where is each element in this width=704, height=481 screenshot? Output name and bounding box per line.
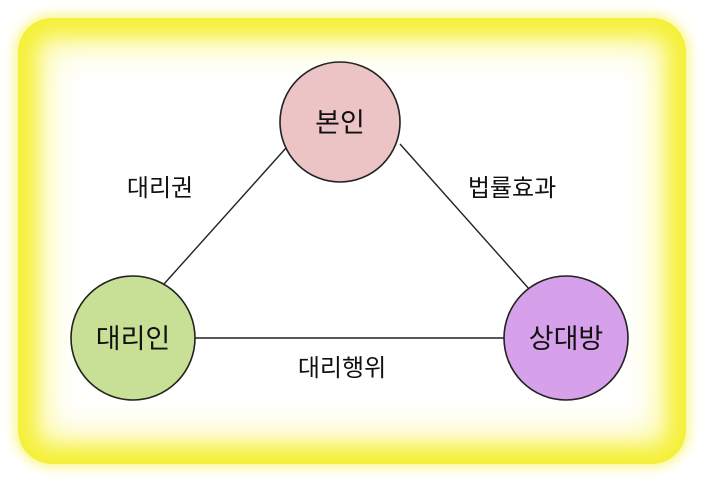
- node-principal: [279, 61, 401, 183]
- edge-legal-effect-label: 법률효과: [468, 174, 556, 202]
- node-agent: [70, 275, 196, 401]
- edge-agency-right-label: 대리권: [127, 174, 193, 202]
- edge-agency-act-label: 대리행위: [298, 354, 386, 382]
- node-principal-label: 본인: [315, 108, 365, 139]
- node-agent-label: 대리인: [96, 324, 171, 355]
- edge-agency-right: [163, 147, 287, 285]
- node-counterparty: [503, 275, 629, 401]
- node-counterparty-label: 상대방: [529, 324, 604, 355]
- edge-legal-effect: [399, 143, 531, 291]
